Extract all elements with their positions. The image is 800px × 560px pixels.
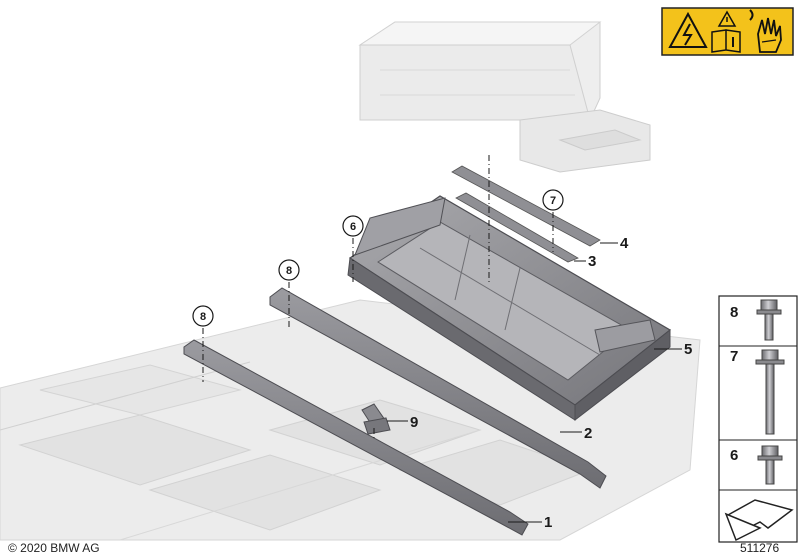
protective-glove-icon	[749, 9, 782, 53]
navigation-arrow-icon[interactable]	[724, 499, 794, 542]
leader-lines	[202, 155, 682, 523]
callout-7: 7	[550, 195, 556, 207]
high-voltage-warning-icon	[668, 11, 708, 48]
fastener-legend: 8 7 6	[718, 295, 798, 543]
legend-label-8: 8	[730, 304, 738, 321]
legend-label-6: 6	[730, 447, 738, 464]
callout-circle-7	[542, 189, 564, 211]
callout-circle-8-upper	[278, 259, 300, 281]
legend-label-7: 7	[730, 348, 738, 365]
bolt-8-icon	[756, 299, 782, 341]
part-bracket-9[interactable]	[361, 403, 391, 435]
bolt-6-icon	[757, 445, 783, 485]
manual-info-icon	[711, 10, 741, 53]
callout-circle-8-lower	[192, 305, 214, 327]
callout-circle-6	[342, 215, 364, 237]
callout-1: 1	[544, 514, 552, 531]
callout-5: 5	[684, 341, 692, 358]
callout-6: 6	[350, 221, 356, 233]
callout-3: 3	[588, 253, 596, 270]
callout-4: 4	[620, 235, 629, 252]
callout-8-lower: 8	[200, 311, 206, 323]
warning-sign	[661, 7, 794, 56]
bolt-7-icon	[755, 349, 785, 435]
diagram-id: 511276	[740, 541, 780, 555]
part-rail-1[interactable]	[183, 339, 529, 536]
callout-2: 2	[584, 425, 592, 442]
part-strip-3[interactable]	[455, 192, 579, 263]
callout-8-upper: 8	[286, 265, 292, 277]
callouts: 4 3 5 2 1 9 7 6 8 8	[192, 189, 692, 531]
ghost-battery-module	[358, 21, 651, 173]
part-rail-2[interactable]	[269, 287, 607, 489]
callout-9: 9	[410, 414, 418, 431]
copyright-text: © 2020 BMW AG	[8, 541, 100, 555]
part-carrier-tray-5[interactable]	[347, 195, 672, 422]
